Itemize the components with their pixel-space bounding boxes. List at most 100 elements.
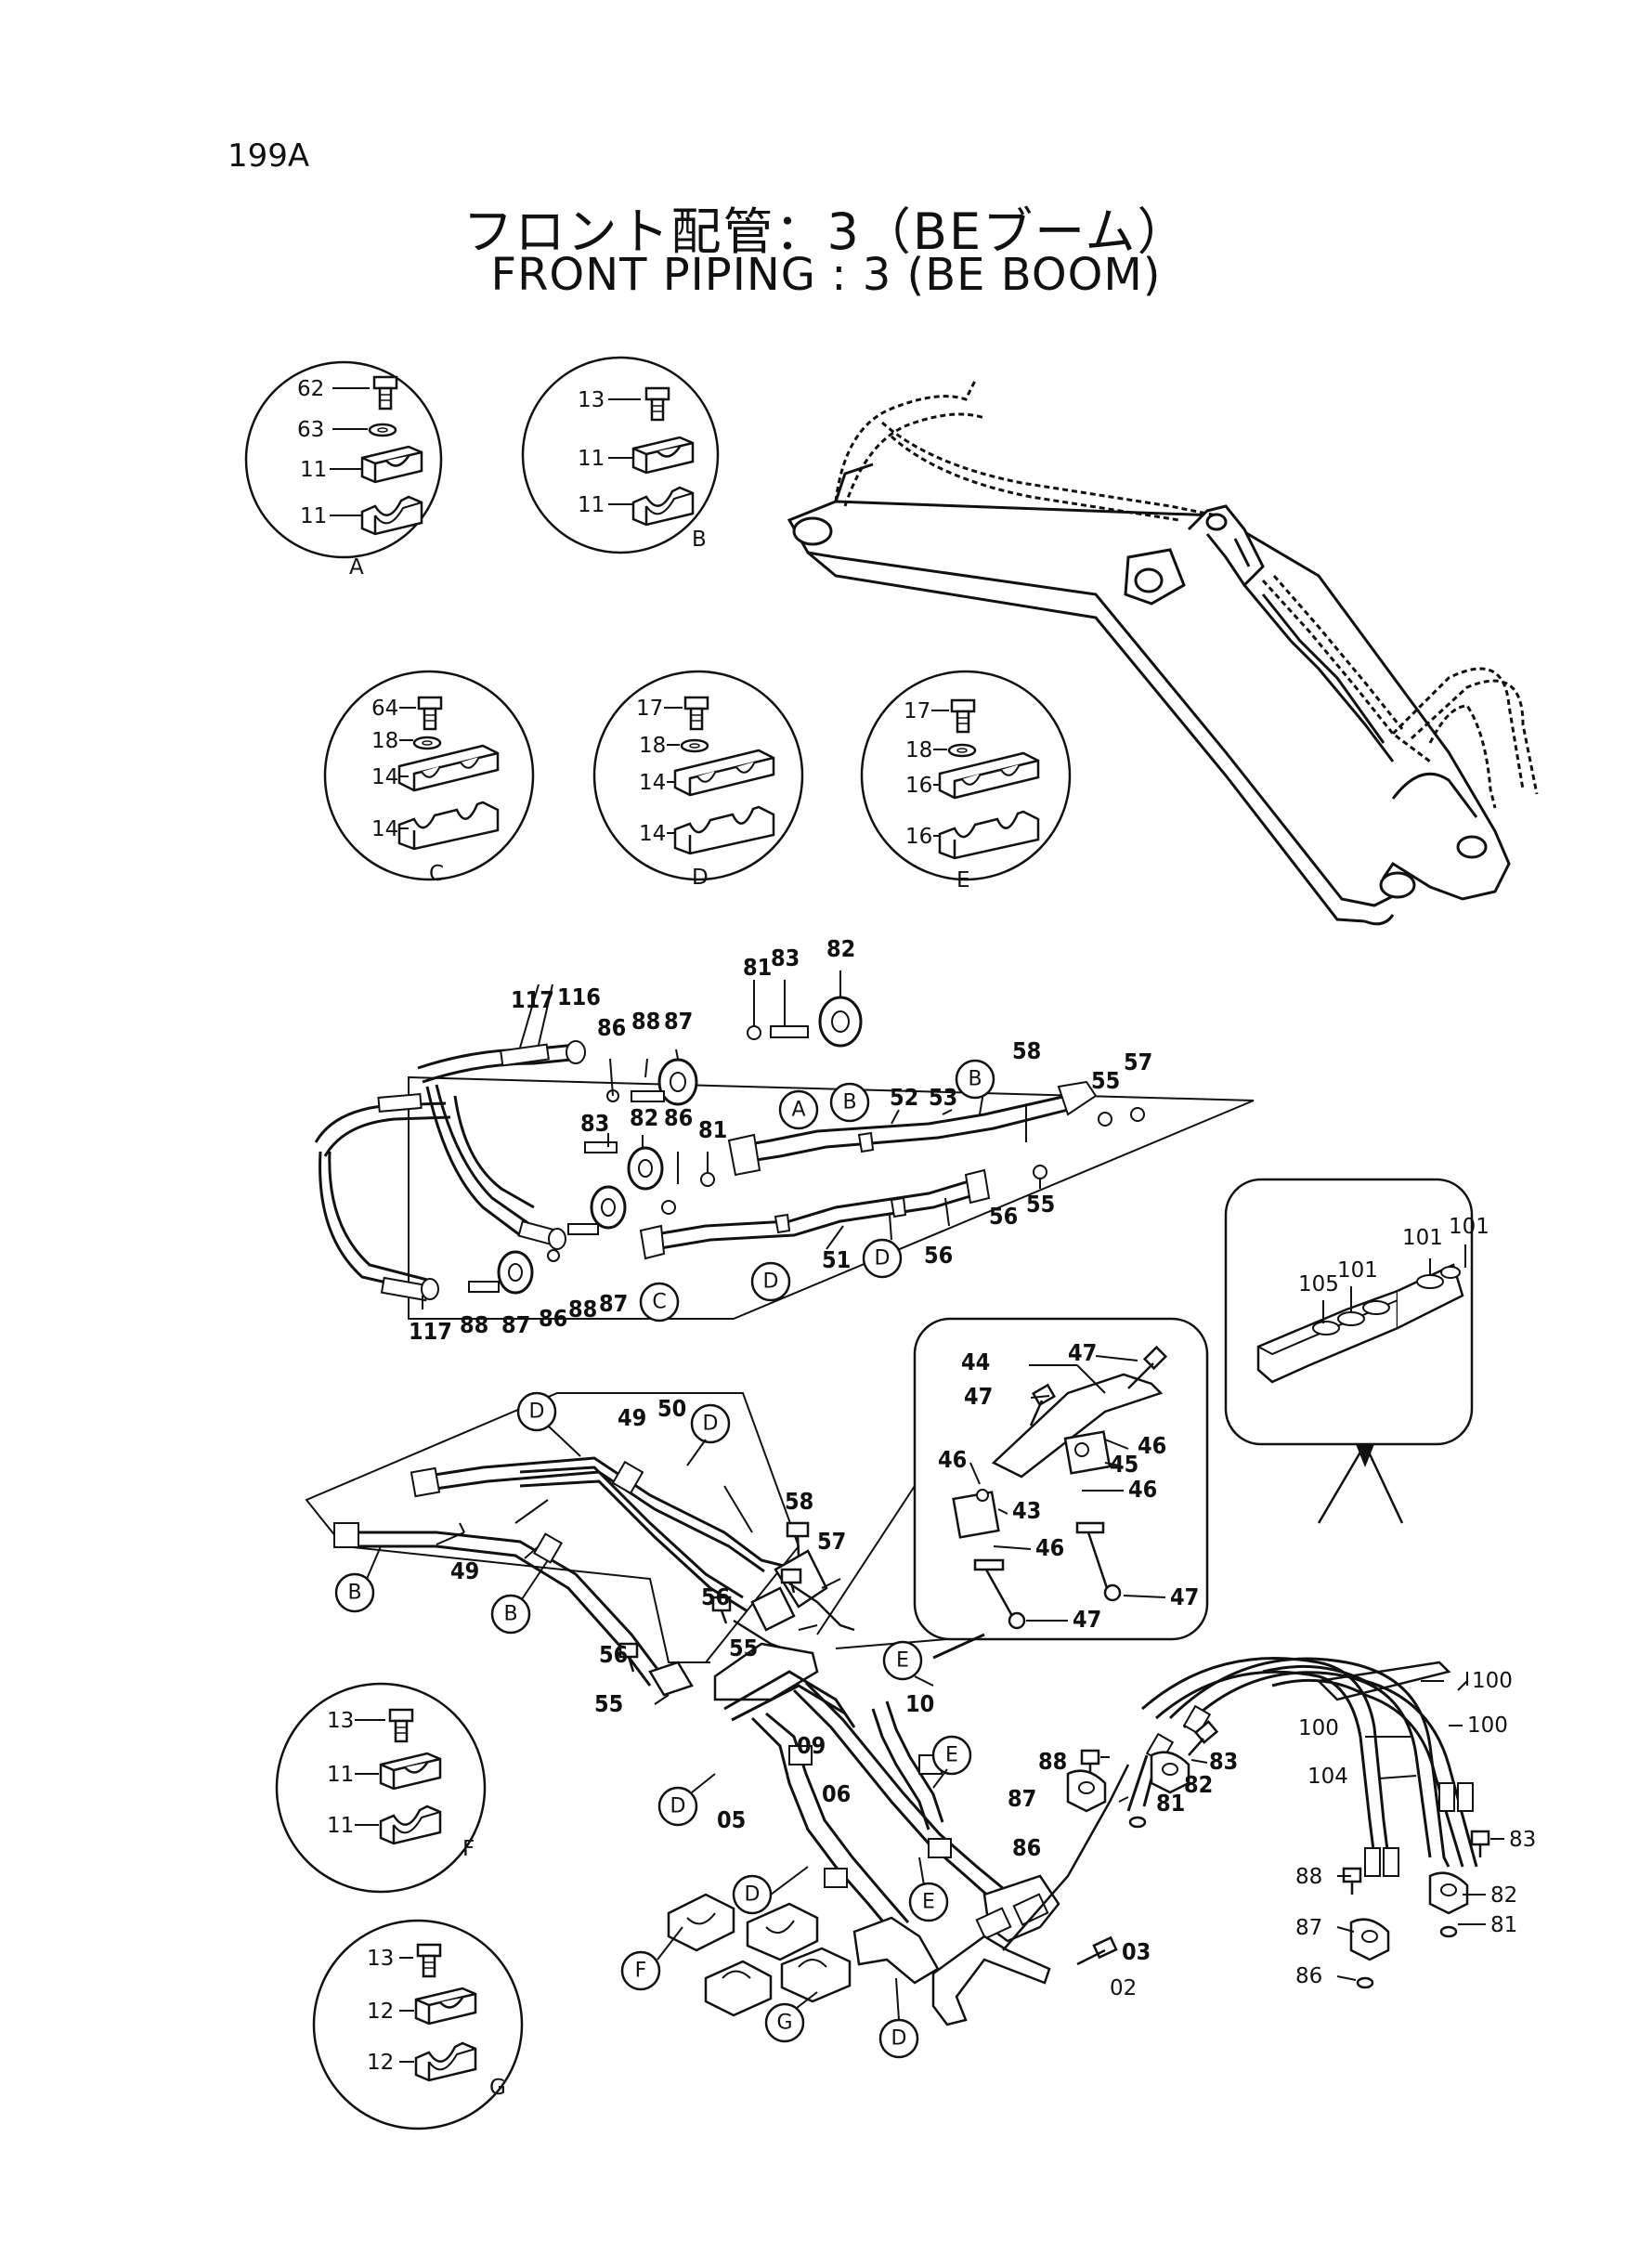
label: 56 [989, 1203, 1018, 1230]
label: 09 [797, 1732, 826, 1759]
label: 18 [905, 738, 932, 762]
bubble: B [955, 1059, 995, 1100]
bubble: B [490, 1594, 531, 1635]
label: 11 [327, 1814, 354, 1838]
bubble: E [908, 1882, 949, 1922]
label: 86 [1012, 1834, 1041, 1861]
detail-id: E [956, 868, 970, 892]
label: 05 [717, 1806, 746, 1833]
label: 86 [539, 1305, 567, 1332]
label: 63 [297, 418, 324, 442]
detail-circle-d: 17 18 14 14 D [592, 670, 804, 890]
label: 58 [1012, 1037, 1041, 1064]
detail-id: A [349, 555, 364, 580]
bubble: B [334, 1572, 375, 1613]
svg-text:D: D [703, 1413, 719, 1436]
label: 46 [1128, 1476, 1157, 1503]
label: 101 [1337, 1258, 1378, 1283]
label: 83 [1509, 1828, 1536, 1852]
label: 52 [890, 1084, 918, 1111]
lower-assembly: 49 50 49 58 57 56 55 56 55 10 09 06 05 0… [305, 1391, 1536, 2059]
svg-text:B: B [968, 1068, 982, 1091]
label: 81 [698, 1116, 727, 1143]
bubble: G [764, 2002, 805, 2043]
bubble: E [882, 1640, 923, 1681]
svg-text:D: D [529, 1401, 545, 1424]
label: 11 [300, 458, 327, 482]
svg-text:D: D [891, 2027, 907, 2051]
label: 64 [371, 697, 398, 721]
label: 83 [1209, 1748, 1238, 1775]
label: 53 [929, 1084, 957, 1111]
label: 18 [639, 734, 666, 758]
label: 100 [1467, 1713, 1508, 1738]
label: 51 [822, 1246, 851, 1273]
label: 58 [785, 1488, 813, 1515]
label: 49 [618, 1404, 646, 1431]
svg-text:B: B [503, 1603, 517, 1626]
label: 56 [701, 1583, 730, 1610]
label: 55 [594, 1690, 623, 1717]
svg-text:E: E [896, 1649, 909, 1673]
label: 86 [597, 1014, 626, 1041]
bubble: F [620, 1950, 661, 1991]
label: 47 [964, 1383, 993, 1410]
label: 13 [578, 388, 605, 412]
label: 44 [961, 1348, 990, 1375]
label: 86 [664, 1104, 693, 1131]
detail-id: G [489, 2076, 506, 2100]
label: 87 [1008, 1785, 1036, 1812]
svg-text:D: D [670, 1795, 686, 1818]
label: 12 [367, 2000, 394, 2024]
label: 17 [636, 697, 663, 721]
title-english: FRONT PIPING : 3 (BE BOOM) [490, 249, 1162, 301]
label: 14 [639, 771, 666, 795]
detail-id: F [462, 1837, 475, 1861]
label: 14 [639, 822, 666, 846]
label: 83 [771, 945, 800, 971]
label: 56 [924, 1242, 953, 1269]
detail-circle-g: 13 12 12 G [312, 1919, 524, 2130]
boom-illustration [787, 463, 1511, 926]
detail-circle-f: 13 11 11 F [275, 1682, 487, 1894]
label: 46 [938, 1446, 967, 1473]
label: 101 [1402, 1226, 1443, 1250]
label: 55 [1091, 1067, 1120, 1094]
label: 87 [664, 1008, 693, 1035]
label: 88 [1038, 1748, 1067, 1775]
label: 10 [905, 1690, 934, 1717]
label: 11 [300, 504, 327, 528]
label: 117 [511, 986, 554, 1013]
svg-text:B: B [347, 1582, 361, 1605]
label: 57 [1124, 1049, 1152, 1075]
label: 81 [1156, 1790, 1185, 1817]
svg-text:E: E [945, 1744, 958, 1767]
bubble: D [732, 1874, 773, 1915]
label: 116 [557, 984, 601, 1010]
label: 50 [657, 1395, 686, 1422]
label: 18 [371, 729, 398, 753]
label: 46 [1138, 1432, 1166, 1459]
label: 87 [1295, 1916, 1322, 1940]
svg-text:D: D [745, 1883, 761, 1907]
bracket-detail: 44 47 47 46 45 46 46 43 46 47 47 [816, 1317, 1209, 1649]
label: 56 [599, 1641, 628, 1668]
label: 06 [822, 1780, 851, 1807]
label: 81 [743, 954, 772, 981]
label: 49 [450, 1557, 479, 1584]
label: 55 [729, 1635, 758, 1661]
label: 57 [817, 1528, 846, 1555]
label: 47 [1073, 1606, 1101, 1633]
bubble: D [862, 1238, 903, 1279]
label: 87 [501, 1311, 530, 1338]
bubble: D [690, 1403, 731, 1444]
label: 55 [1026, 1191, 1055, 1218]
label: 12 [367, 2051, 394, 2075]
label: 16 [905, 825, 932, 849]
label: 11 [327, 1763, 354, 1787]
bubble: D [750, 1261, 791, 1302]
label: 14 [371, 765, 398, 789]
label: 81 [1490, 1913, 1517, 1937]
label: 62 [297, 377, 324, 401]
